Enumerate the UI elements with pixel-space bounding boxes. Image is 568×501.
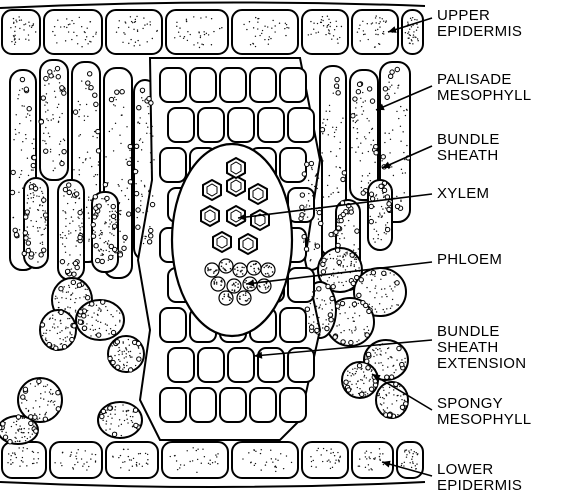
label-lower-epidermis: LOWER EPIDERMIS	[437, 462, 522, 494]
label-palisade-mesophyll: PALISADE MESOPHYLL	[437, 72, 531, 104]
upper-epidermis-cell	[232, 10, 298, 54]
cuticle-lower	[0, 482, 425, 487]
upper-epidermis-cell	[106, 10, 162, 54]
label-upper-epidermis: UPPER EPIDERMIS	[437, 8, 522, 40]
bundle-sheath-cell	[198, 348, 224, 382]
bundle-sheath-cell	[228, 348, 254, 382]
bundle-sheath-cell	[198, 108, 224, 142]
spongy-mesophyll-cell	[18, 378, 62, 422]
lower-epidermis-cell	[162, 442, 228, 478]
label-spongy-mesophyll: SPONGY MESOPHYLL	[437, 396, 531, 428]
lower-epidermis-cell	[302, 442, 348, 478]
bundle-sheath-cell	[160, 308, 186, 342]
bundle-sheath-cell	[250, 68, 276, 102]
bundle-sheath-cell	[190, 68, 216, 102]
palisade-cell	[24, 178, 48, 268]
bundle-sheath-cell	[220, 388, 246, 422]
bundle-sheath-cell	[228, 108, 254, 142]
bundle-sheath-cell	[288, 108, 314, 142]
phloem-cell	[233, 263, 247, 277]
label-bundle-sheath-extension: BUNDLE SHEATH EXTENSION	[437, 324, 526, 372]
bundle-sheath-cell	[280, 148, 306, 182]
upper-epidermis-cell	[402, 10, 423, 54]
bundle-sheath-cell	[288, 268, 314, 302]
phloem-cell	[211, 277, 225, 291]
palisade-cell	[350, 70, 378, 200]
bundle-sheath-cell	[160, 148, 186, 182]
bundle-sheath-cell	[168, 348, 194, 382]
bundle-sheath-cell	[280, 388, 306, 422]
spongy-mesophyll-cell	[40, 310, 76, 350]
lower-epidermis-cell	[2, 442, 46, 478]
cuticle-upper	[0, 2, 425, 8]
bundle-sheath-cell	[160, 388, 186, 422]
upper-epidermis-cell	[2, 10, 40, 54]
bundle-sheath-cell	[190, 388, 216, 422]
bundle-sheath-cell	[160, 68, 186, 102]
lower-epidermis-cell	[232, 442, 298, 478]
lower-epidermis-cell	[352, 442, 393, 478]
bundle-sheath-cell	[280, 68, 306, 102]
bundle-sheath-cell	[220, 68, 246, 102]
label-xylem: XYLEM	[437, 186, 489, 202]
bundle-sheath-cell	[250, 388, 276, 422]
bundle-sheath-cell	[258, 108, 284, 142]
phloem-cell	[219, 291, 233, 305]
bundle-sheath-cell	[168, 108, 194, 142]
lower-epidermis-cell	[50, 442, 102, 478]
label-bundle-sheath: BUNDLE SHEATH	[437, 132, 500, 164]
upper-epidermis-cell	[302, 10, 348, 54]
label-phloem: PHLOEM	[437, 252, 502, 268]
bundle-sheath-cell	[280, 308, 306, 342]
phloem-cell	[261, 263, 275, 277]
upper-epidermis-cell	[166, 10, 228, 54]
